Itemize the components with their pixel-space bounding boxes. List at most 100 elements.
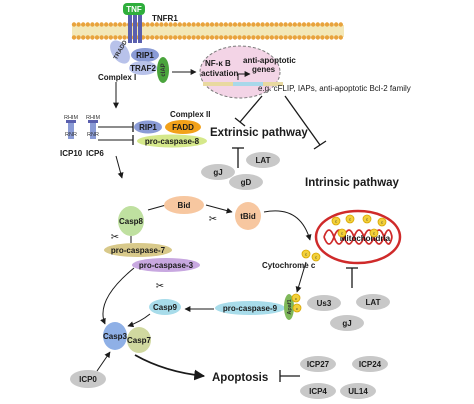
svg-text:RHIM: RHIM bbox=[86, 115, 100, 121]
tnfr1-label: TNFR1 bbox=[152, 14, 178, 23]
svg-text:ICP24: ICP24 bbox=[359, 360, 382, 369]
casp3: Casp3 bbox=[103, 322, 128, 350]
lipid-head bbox=[324, 35, 330, 40]
lipid-head bbox=[301, 22, 307, 27]
svg-text:ICP27: ICP27 bbox=[307, 360, 330, 369]
lipid-head bbox=[90, 35, 95, 40]
arrow-caspases-to-apoptosis bbox=[134, 354, 206, 381]
lipid-head bbox=[306, 22, 311, 27]
lipid-head bbox=[246, 35, 251, 40]
inhibit-viral-to-intrinsic bbox=[346, 267, 358, 288]
lat-bottom: LAT bbox=[356, 294, 390, 310]
procaspase-8: pro-caspase-8 bbox=[137, 134, 207, 148]
inhibit-icp-to-procasp8 bbox=[98, 135, 134, 145]
lipid-head bbox=[269, 22, 274, 27]
lipid-head bbox=[219, 22, 224, 27]
svg-text:pro-caspase-8: pro-caspase-8 bbox=[145, 137, 200, 146]
lipid-head bbox=[113, 22, 118, 27]
casp8-to-bid-line bbox=[147, 204, 167, 211]
us3: Us3 bbox=[307, 295, 341, 311]
cytochrome-c-dot-label: c bbox=[341, 231, 343, 236]
svg-text:c: c bbox=[295, 296, 297, 301]
lipid-head bbox=[154, 22, 159, 27]
lipid-head bbox=[242, 22, 247, 27]
cytochrome-c-dot bbox=[311, 252, 321, 262]
lipid-head bbox=[99, 22, 104, 27]
inhibit-genes-to-intrinsic bbox=[284, 95, 327, 150]
svg-text:RNR: RNR bbox=[65, 132, 77, 138]
cytochrome-c-dot-label: c bbox=[349, 217, 351, 222]
lipid-head bbox=[232, 22, 238, 27]
anti-apoptotic-label: anti-apoptotic bbox=[243, 56, 296, 65]
icp4: ICP4 bbox=[300, 383, 336, 399]
lipid-head bbox=[90, 22, 95, 27]
icp10-protein: RHIM RNR bbox=[64, 115, 78, 139]
lipid-head bbox=[108, 22, 114, 27]
cytochrome-c-dot-label: c bbox=[335, 219, 337, 224]
icp27: ICP27 bbox=[300, 356, 336, 372]
lipid-head bbox=[223, 22, 228, 27]
svg-text:Casp3: Casp3 bbox=[103, 332, 128, 341]
lipid-head bbox=[219, 35, 224, 40]
lipid-head bbox=[113, 35, 118, 40]
svg-text:TNF: TNF bbox=[126, 5, 142, 14]
lipid-head bbox=[288, 22, 293, 27]
arrow-icp0-to-casp3 bbox=[96, 351, 111, 372]
lipid-head bbox=[76, 35, 81, 40]
arrow-procasp-to-casp3 bbox=[100, 267, 135, 325]
lipid-head bbox=[246, 22, 251, 27]
lipid-head bbox=[278, 35, 284, 40]
cytochrome-c-dot-label: c bbox=[305, 252, 307, 257]
svg-text:RHIM: RHIM bbox=[64, 115, 78, 121]
gd: gD bbox=[229, 174, 263, 190]
procaspase-7: pro-caspase-7 bbox=[104, 243, 172, 257]
lipid-head bbox=[81, 35, 86, 40]
lipid-head bbox=[117, 22, 123, 27]
svg-text:Casp7: Casp7 bbox=[127, 336, 152, 345]
lipid-head bbox=[311, 22, 316, 27]
lipid-head bbox=[117, 35, 123, 40]
lipid-head bbox=[274, 22, 279, 27]
lipid-head bbox=[228, 22, 233, 27]
lipid-head bbox=[301, 35, 307, 40]
apoptosis-label: Apoptosis bbox=[212, 372, 268, 384]
lipid-head bbox=[278, 22, 284, 27]
svg-text:Us3: Us3 bbox=[317, 299, 332, 308]
casp8-scissors-icon: ✂ bbox=[111, 232, 119, 243]
lipid-head bbox=[85, 22, 91, 27]
lipid-head bbox=[269, 35, 274, 40]
traf2: TRAF2 bbox=[129, 61, 157, 75]
lipid-head bbox=[209, 35, 215, 40]
rip1-complex1: RIP1 bbox=[131, 48, 159, 62]
lipid-head bbox=[191, 22, 196, 27]
inhibit-genes-to-extrinsic bbox=[234, 95, 263, 127]
cytochrome-c-dot bbox=[362, 214, 372, 224]
lipid-head bbox=[200, 35, 205, 40]
lipid-head bbox=[228, 35, 233, 40]
lipid-head bbox=[214, 22, 219, 27]
lipid-head bbox=[191, 35, 196, 40]
lipid-head bbox=[196, 35, 201, 40]
svg-text:RNR: RNR bbox=[87, 132, 99, 138]
arrow-cytc-to-apaf1 bbox=[295, 261, 307, 293]
ul14: UL14 bbox=[340, 383, 376, 399]
lipid-head bbox=[223, 35, 228, 40]
lipid-head bbox=[288, 35, 293, 40]
svg-text:FADD: FADD bbox=[172, 123, 194, 132]
lipid-head bbox=[255, 35, 261, 40]
lipid-head bbox=[283, 22, 288, 27]
cytochrome-c-dot bbox=[301, 249, 311, 259]
apaf1-cytc-dots: c c bbox=[291, 293, 302, 313]
cell-membrane bbox=[71, 22, 344, 40]
svg-text:Bid: Bid bbox=[178, 201, 191, 210]
cytochrome-c-dot bbox=[377, 217, 387, 227]
casp7: Casp7 bbox=[127, 327, 152, 353]
lipid-head bbox=[85, 35, 91, 40]
lipid-head bbox=[76, 22, 81, 27]
inhibit-icp-to-rip1 bbox=[98, 122, 134, 132]
casp9-scissors-icon: ✂ bbox=[156, 281, 164, 292]
lipid-head bbox=[186, 35, 192, 40]
gj-bottom: gJ bbox=[330, 315, 364, 331]
lipid-head bbox=[177, 35, 182, 40]
